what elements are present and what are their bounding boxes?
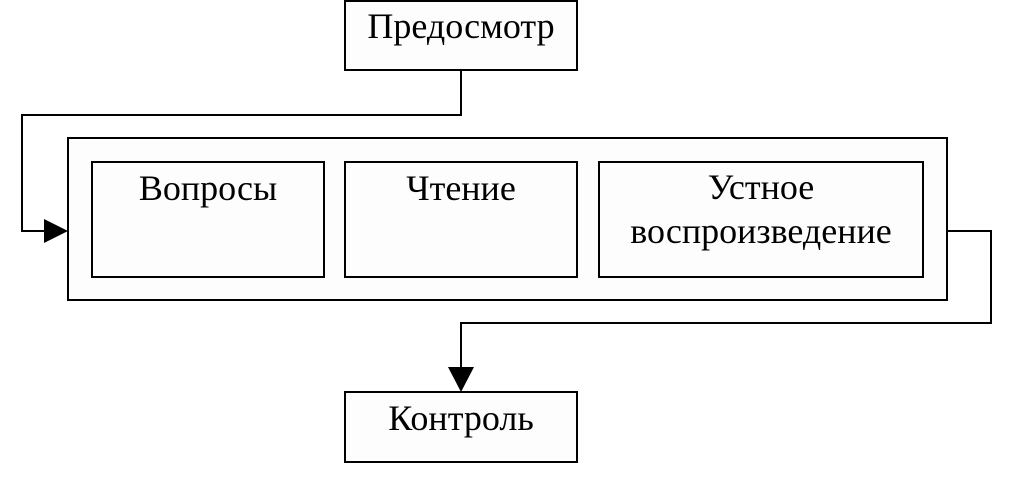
oral-reproduction-label-line2: воспроизведение	[630, 211, 892, 251]
control-entry-arrowhead	[448, 367, 474, 392]
control-box: Контроль	[344, 391, 578, 463]
preview-to-stages-connector	[21, 70, 462, 232]
reading-label: Чтение	[406, 168, 516, 208]
stages-entry-arrowhead	[44, 219, 68, 243]
oral-reproduction-label-line1: Устное	[707, 167, 815, 207]
preview-box: Предосмотр	[344, 0, 578, 71]
oral-reproduction-box: Устное воспроизведение	[598, 161, 924, 278]
control-label: Контроль	[388, 398, 534, 438]
preview-label: Предосмотр	[367, 6, 555, 46]
stages-to-control-connector	[460, 230, 992, 369]
reading-box: Чтение	[344, 161, 578, 278]
questions-label: Вопросы	[138, 168, 278, 208]
questions-box: Вопросы	[91, 161, 325, 278]
